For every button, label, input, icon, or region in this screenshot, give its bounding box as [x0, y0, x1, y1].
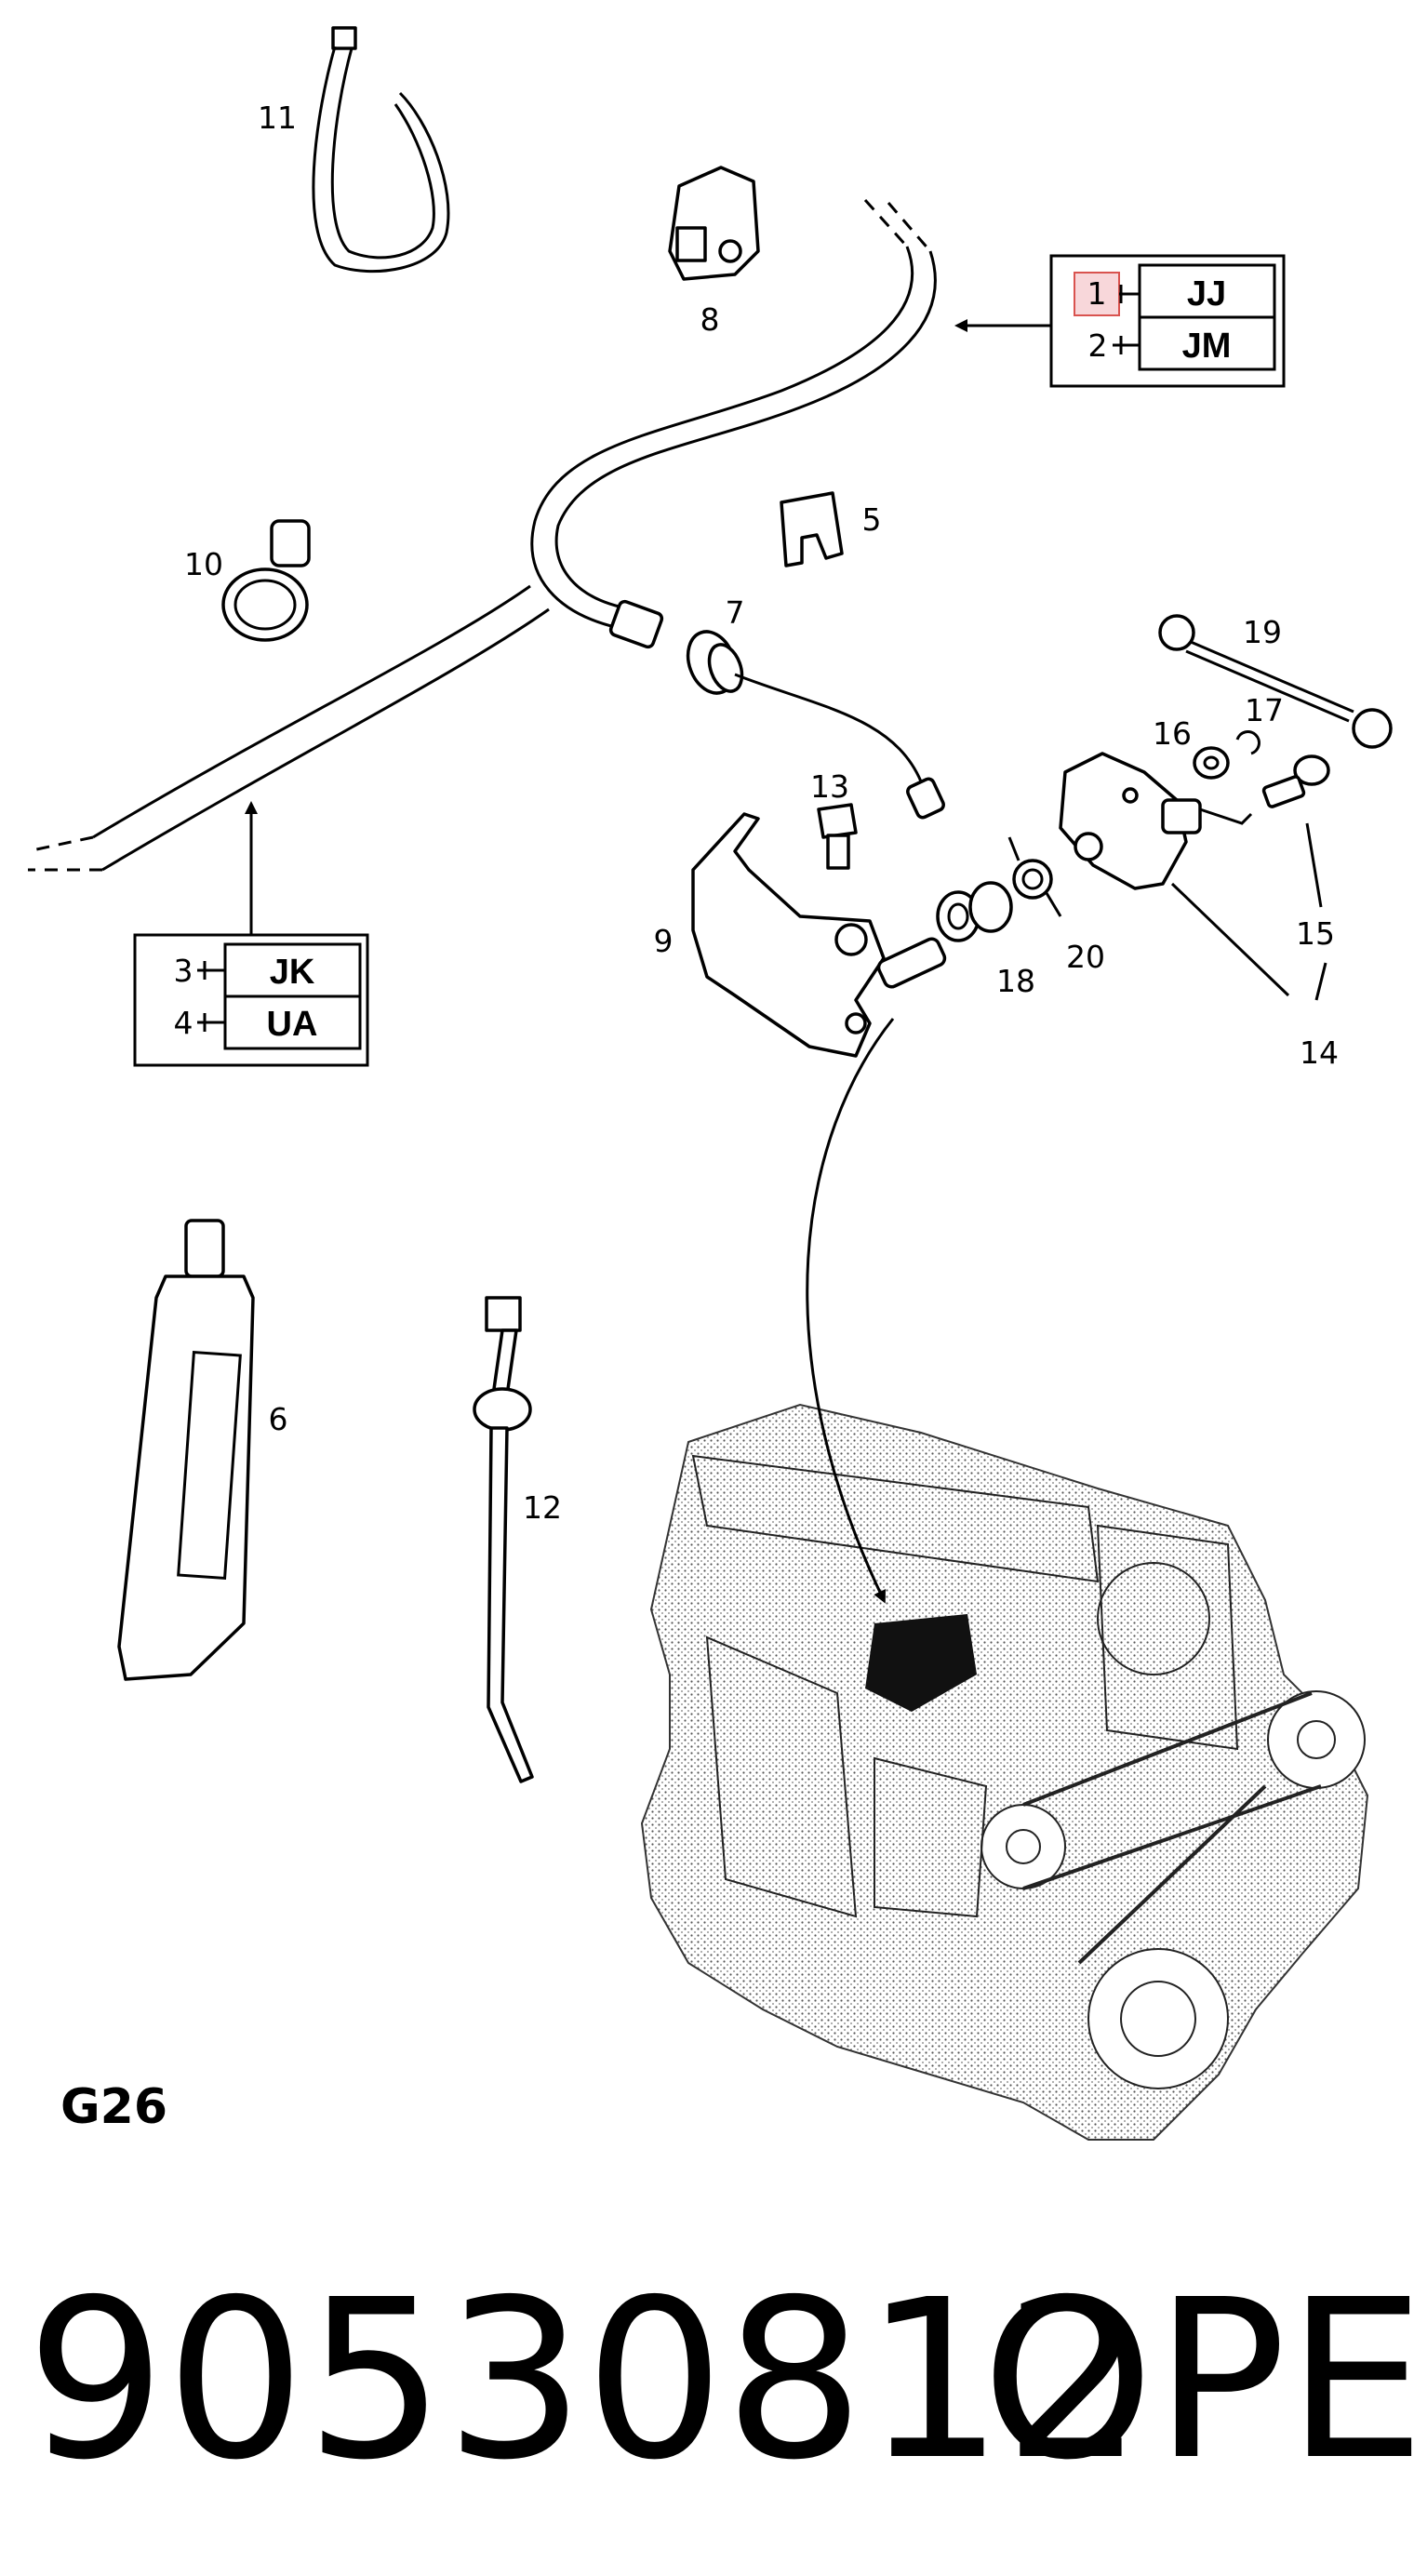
bolt: [817, 803, 858, 870]
cable-clip: [668, 166, 760, 281]
table-top-row-1-code: JJ: [1187, 274, 1226, 314]
ball-stud: [1261, 754, 1330, 808]
table-bottom-row-1-code: JK: [270, 953, 315, 992]
part-number: 90530812: [26, 2252, 1143, 2508]
diagram-code: G26: [60, 2079, 167, 2135]
return-spring: [1007, 836, 1062, 917]
mounting-bracket: [691, 812, 947, 1058]
callout-6: 6: [269, 1401, 288, 1437]
throttle-lever: [1059, 752, 1202, 890]
washer-and-clip: [1193, 730, 1261, 780]
callout-12: 12: [523, 1489, 562, 1526]
callout-15: 15: [1296, 915, 1335, 952]
table-top-row-2-num: 2: [1088, 327, 1108, 364]
highlight-badge: [1074, 272, 1120, 316]
callout-5: 5: [862, 501, 882, 538]
hose-clip: [221, 519, 311, 642]
table-bottom-row-2-code: UA: [267, 1005, 318, 1044]
small-clip: [780, 491, 844, 567]
variant-table-top: 1 JJ 2 JM: [954, 254, 1286, 388]
throttle-cable: [27, 198, 937, 872]
callout-17: 17: [1245, 692, 1284, 728]
callout-14: 14: [1300, 1034, 1339, 1071]
callout-19: 19: [1243, 614, 1282, 650]
engine-illustration: [640, 1403, 1369, 2141]
callout-11: 11: [258, 100, 297, 136]
callout-9: 9: [654, 923, 674, 959]
cable-end-grommet: [608, 599, 945, 820]
cable-tie-with-clamp: [473, 1296, 534, 1783]
table-top-row-2-code: JM: [1182, 327, 1232, 366]
callout-18: 18: [996, 963, 1035, 999]
leader-lines: [1170, 808, 1327, 1001]
table-bottom-row-1-num: 3: [174, 953, 193, 989]
table-top-row-1-num: 1: [1087, 275, 1107, 312]
linkage-rod: [1158, 614, 1393, 749]
callout-13: 13: [810, 768, 849, 805]
callout-16: 16: [1153, 715, 1192, 752]
callout-7: 7: [726, 594, 745, 631]
cable-tie-large: [312, 26, 450, 274]
table-bottom-row-2-num: 4: [174, 1005, 193, 1041]
variant-table-bottom: 3 JK 4 UA: [133, 801, 369, 1067]
callout-8: 8: [700, 301, 720, 338]
callout-labels: 11 8 10 5 7 19 17 16 13 9 20 18 15 14 6 …: [184, 100, 1339, 1526]
callout-10: 10: [184, 546, 223, 582]
brand-name: OPEL: [981, 2252, 1414, 2508]
callout-20: 20: [1066, 939, 1105, 975]
detail-arrow: [806, 1018, 895, 1604]
grease-tube: [117, 1219, 255, 1681]
bushing: [936, 881, 1013, 942]
